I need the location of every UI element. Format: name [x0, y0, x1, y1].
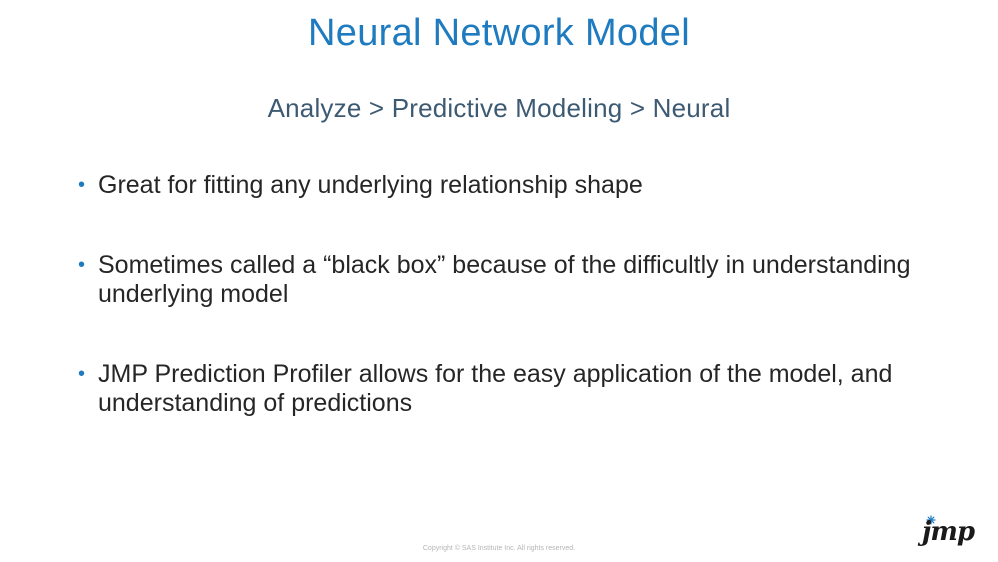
logo-star-icon	[926, 515, 936, 525]
jmp-logo: jmp	[922, 515, 978, 551]
slide-title: Neural Network Model	[308, 12, 690, 54]
bullet-item: • Great for fitting any underlying relat…	[78, 171, 958, 200]
copyright-notice: Copyright © SAS Institute Inc. All right…	[422, 545, 576, 552]
menu-path-subtitle: Analyze > Predictive Modeling > Neural	[267, 93, 731, 123]
logo-wordmark: jmp	[922, 517, 975, 547]
bullet-text: Sometimes called a “black box” because o…	[98, 251, 911, 308]
bullet-list: • Great for fitting any underlying relat…	[78, 171, 958, 418]
bullet-marker: •	[78, 254, 86, 276]
bullet-item: • JMP Prediction Profiler allows for the…	[78, 360, 958, 418]
bullet-text: JMP Prediction Profiler allows for the e…	[98, 360, 893, 417]
bullet-text: Great for fitting any underlying relatio…	[98, 171, 643, 199]
bullet-item: • Sometimes called a “black box” because…	[78, 251, 958, 309]
bullet-marker: •	[78, 174, 86, 196]
bullet-marker: •	[78, 363, 86, 385]
